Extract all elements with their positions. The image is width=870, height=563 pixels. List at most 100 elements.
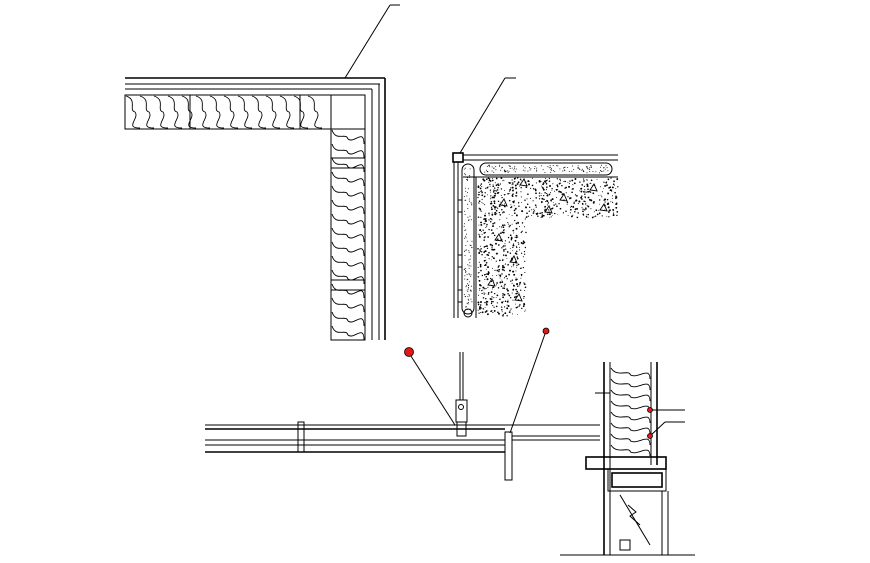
concrete-speckle [482,229,484,231]
concrete-speckle [591,165,593,167]
top-board [479,162,613,176]
concrete-speckle [493,196,495,199]
concrete-speckle [538,195,541,197]
concrete-speckle [470,219,472,221]
concrete-speckle [501,268,504,271]
concrete-speckle [590,179,593,182]
concrete-speckle [496,282,498,284]
concrete-speckle [519,185,520,187]
concrete-speckle [552,165,554,167]
concrete-speckle [556,178,558,180]
concrete-speckle [491,219,493,221]
concrete-speckle [508,273,510,276]
concrete-speckle [584,189,586,191]
concrete-speckle [562,192,564,194]
concrete-speckle [608,216,610,218]
concrete-speckle [515,292,518,295]
concrete-speckle [465,199,467,201]
concrete-speckle [506,251,509,253]
concrete-speckle [514,181,516,183]
concrete-speckle [568,170,570,172]
concrete-speckle [502,287,504,289]
concrete-speckle [469,290,471,292]
concrete-speckle [524,246,527,249]
concrete-speckle [486,300,489,303]
concrete-speckle [478,224,480,226]
concrete-aggregate [494,233,503,242]
concrete-speckle [522,242,525,245]
concrete-speckle [598,199,601,201]
concrete-speckle [582,168,583,170]
concrete-speckle [552,202,554,203]
concrete-speckle [523,298,525,300]
concrete-speckle [495,296,497,298]
concrete-speckle [478,235,480,237]
concrete-speckle [556,184,559,187]
marker-right-lower [647,433,653,439]
concrete-speckle [592,170,594,172]
concrete-speckle [583,170,584,172]
concrete-speckle [565,210,567,212]
concrete-speckle [513,205,515,207]
concrete-speckle [524,199,526,202]
concrete-speckle [542,188,545,191]
concrete-speckle [523,305,525,307]
concrete-speckle [503,269,505,272]
concrete-speckle [464,275,466,277]
concrete-speckle [483,246,486,248]
concrete-speckle [533,211,534,213]
concrete-speckle [520,241,523,244]
concrete-speckle [515,187,517,190]
concrete-speckle [477,194,479,196]
concrete-speckle [504,171,506,173]
concrete-speckle [492,274,493,276]
concrete-speckle [484,264,487,266]
concrete-speckle [514,239,517,242]
concrete-speckle [584,193,586,195]
concrete-speckle [492,286,494,289]
wall-batt-insulation [610,367,651,457]
concrete-speckle [487,236,489,238]
concrete-speckle [585,208,587,210]
concrete-speckle [615,203,617,205]
concrete-speckle [469,258,471,260]
concrete-aggregate [499,198,508,207]
concrete-speckle [521,307,523,310]
concrete-speckle [481,201,483,203]
concrete-speckle [514,261,517,263]
concrete-speckle [466,289,468,291]
concrete-speckle [523,303,526,306]
concrete-speckle [524,260,526,262]
concrete-speckle [468,293,470,295]
concrete-speckle [504,283,506,286]
concrete-speckle [520,231,522,234]
concrete-speckle [486,186,489,189]
concrete-speckle [490,208,493,211]
concrete-speckle [531,184,534,187]
concrete-speckle [576,208,579,210]
concrete-speckle [516,266,517,268]
concrete-speckle [496,302,499,304]
concrete-speckle [542,182,545,184]
concrete-speckle [515,245,517,247]
concrete-speckle [488,165,490,167]
concrete-speckle [466,273,468,275]
concrete-speckle [468,273,470,275]
concrete-speckle [492,191,495,193]
concrete-speckle [517,181,520,184]
concrete-speckle [604,184,607,187]
concrete-speckle [501,209,503,211]
concrete-speckle [535,169,537,171]
concrete-speckle [486,247,489,250]
concrete-aggregate [509,255,518,264]
concrete-speckle [490,191,491,193]
concrete-speckle [513,296,516,299]
concrete-speckle [599,166,601,168]
concrete-speckle [463,237,465,239]
concrete-speckle [490,302,493,305]
concrete-speckle [528,210,530,212]
concrete-speckle [506,315,508,317]
concrete-speckle [561,193,564,195]
concrete-speckle [468,281,470,283]
concrete-speckle [544,205,547,208]
